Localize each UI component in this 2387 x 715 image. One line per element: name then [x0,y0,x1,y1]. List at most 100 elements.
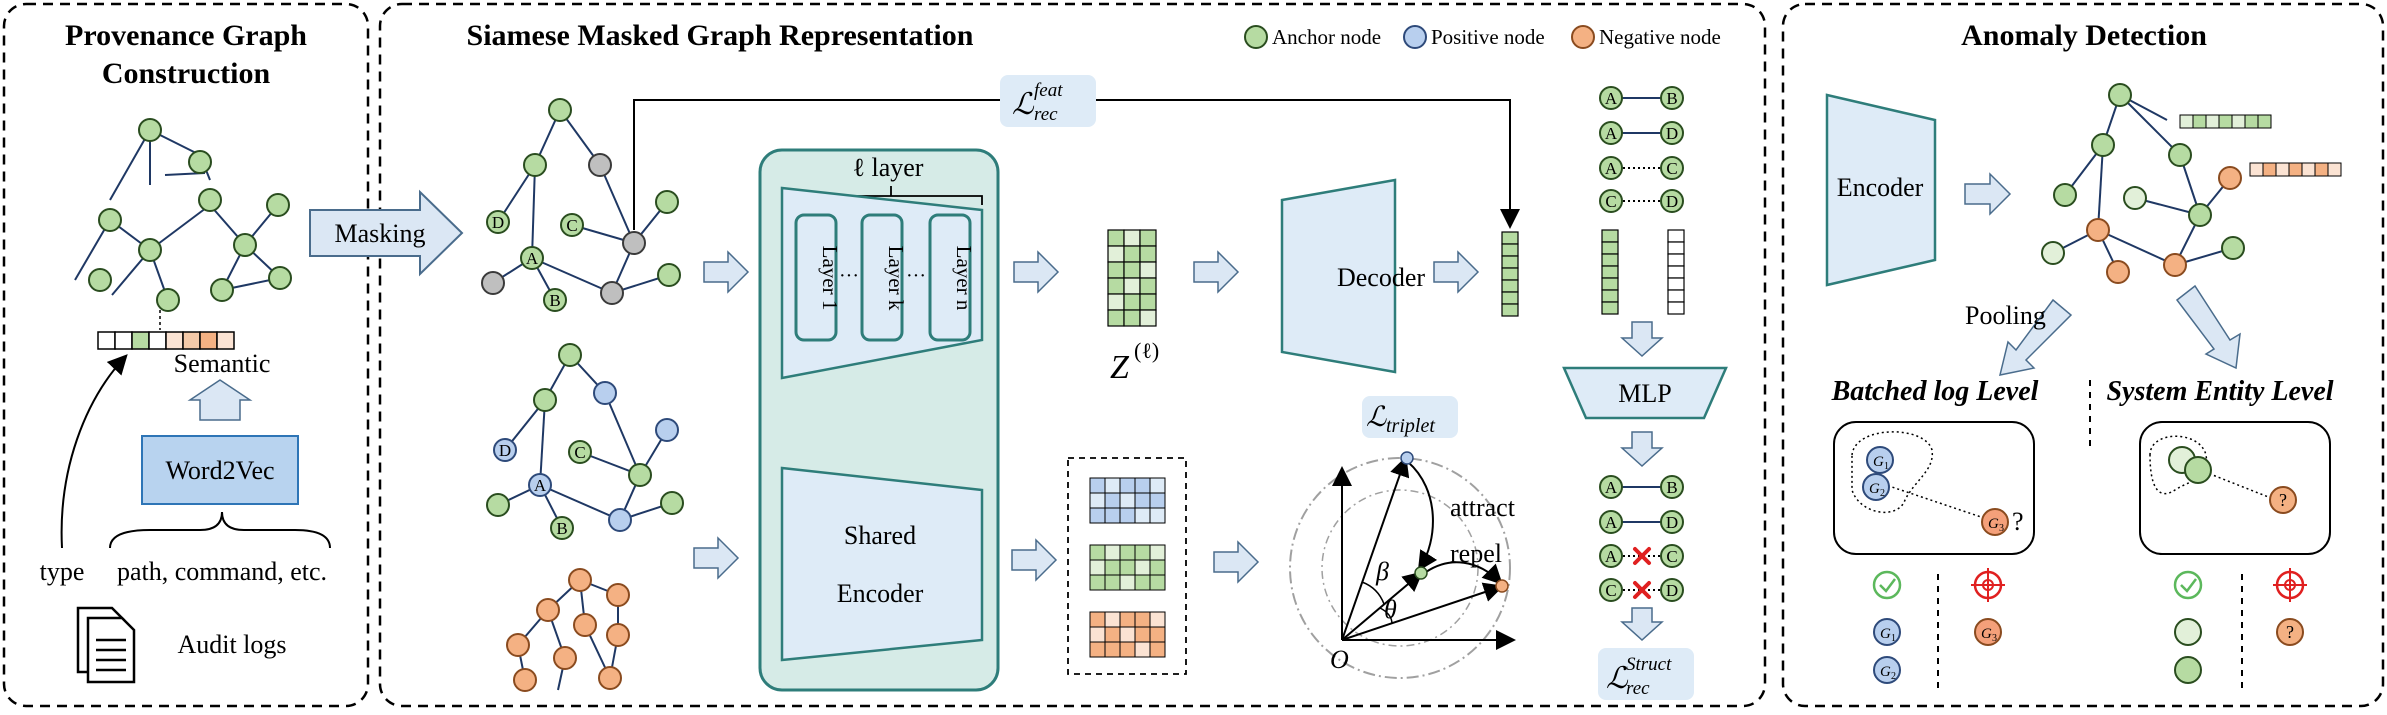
arrow-to-shared [693,536,740,580]
pooling-arrow-left [1998,298,2073,376]
legend-negative-swatch [1571,25,1595,49]
legend-positive-swatch [1403,25,1427,49]
mlp-shape [1562,366,1728,420]
legend-negative-label: Negative node [1599,25,1721,49]
pair4-c: C [1605,192,1616,211]
masking-label: Masking [335,219,426,248]
layer-dots-1: ··· [839,265,859,287]
mlp-label: MLP [1618,379,1671,408]
batched-g1 [1866,446,1894,474]
decoder-label: Decoder [1337,263,1425,292]
batched-g3-sub: 3 [1999,523,2004,534]
beta-arc [1361,581,1385,605]
z-sup: (ℓ) [1134,338,1159,363]
pair6-d: D [1666,513,1678,532]
triplet-vec-positive [1341,456,1410,641]
positive-node-a: A [534,476,547,495]
triplet-outer-circle [1289,457,1511,679]
batched-link [1882,483,1991,521]
pair-list-bottom [1599,475,1684,602]
system-link [2199,469,2277,501]
document-icon [76,606,136,684]
crosshair-icon [1971,568,2005,602]
layer-n-label: Layer n [952,246,976,311]
pair1-a: A [1605,89,1618,108]
detection-graph-nodes [2041,83,2245,284]
struct-loss-sub: rec [1626,678,1650,699]
triplet-anchor-point [1414,566,1428,580]
masked-node-d: D [492,213,504,232]
result-g2-sub: 2 [1891,671,1896,682]
triplet-loss-box [1362,396,1458,438]
word2vec-up-arrow [187,379,253,421]
layer-1-label: Layer 1 [818,246,842,311]
result-g1 [1873,618,1901,646]
pair2-d: D [1666,124,1678,143]
theta-arc [1379,607,1393,625]
batched-g3-label: G [1988,516,1999,532]
arrow-to-embeddings [1011,538,1058,582]
system-check-icon [2173,570,2203,600]
batched-box [1833,421,2035,555]
shared-encoder-label-2: Encoder [837,579,924,608]
semantic-label: Semantic [174,349,271,378]
theta-label: θ [1384,595,1397,624]
panel-siamese [378,2,1767,708]
legend-positive-label: Positive node [1431,25,1545,49]
beta-label: β [1375,557,1389,586]
z-matrix [1107,229,1157,327]
system-question-label: ? [2279,490,2287,510]
layer-boxes [794,213,972,342]
system-result-light [2174,618,2202,646]
result-g1-label: G [1880,626,1891,642]
feat-loss-box [1000,75,1096,127]
arrow-to-mlp [1620,321,1664,358]
system-result-question-label: ? [2286,622,2294,642]
repel-curve [1425,561,1503,585]
panel1-title-2: Construction [102,57,271,90]
pair-vectors [1601,229,1685,315]
masking-arrow [309,189,464,277]
encoder-label: Encoder [1837,173,1924,202]
panel1-title-1: Provenance Graph [65,19,307,52]
system-result-green [2174,656,2202,684]
batched-g1-sub: 1 [1884,461,1889,472]
system-result-question [2276,618,2304,646]
batched-g2 [1862,473,1890,501]
pooling-arrow-right [2175,284,2241,370]
check-icon [1872,570,1902,600]
orange-feature-vector [2249,162,2342,177]
type-label: type [40,557,85,586]
masked-graph [492,109,670,301]
masked-node-a: A [526,249,539,268]
triplet-loss-sub: triplet [1386,415,1435,437]
pooling-label: Pooling [1965,301,2046,330]
negative-graph-nodes [506,568,630,692]
cross-icon [1633,547,1651,599]
arrow-encoder-out [1964,172,2012,216]
semantic-vector [97,331,235,350]
pair1-b: B [1666,89,1677,108]
pair4-d: D [1666,192,1678,211]
batched-level-label: Batched log Level [1831,376,2039,407]
batched-g1-label: G [1873,454,1884,470]
attract-curve [1407,461,1438,572]
arrow-from-mlp [1620,431,1664,468]
arrow-to-decoder [1193,250,1240,294]
masked-node-b: B [549,291,560,310]
pair7-c: C [1666,547,1677,566]
result-g3 [1974,618,2002,646]
pair-list-top [1599,86,1684,213]
system-node-question [2269,486,2297,514]
arrow-from-decoder [1433,250,1480,294]
z-label: Z [1110,349,1130,386]
masked-node-c: C [566,216,577,235]
attrs-brace [109,511,331,549]
result-g1-sub: 1 [1891,633,1896,644]
legend-anchor-swatch [1244,25,1268,49]
result-g2 [1873,656,1901,684]
embedding-anchor [1089,544,1166,591]
struct-loss-box [1598,648,1694,700]
type-arrow [60,354,128,549]
pair3-c: C [1666,159,1677,178]
